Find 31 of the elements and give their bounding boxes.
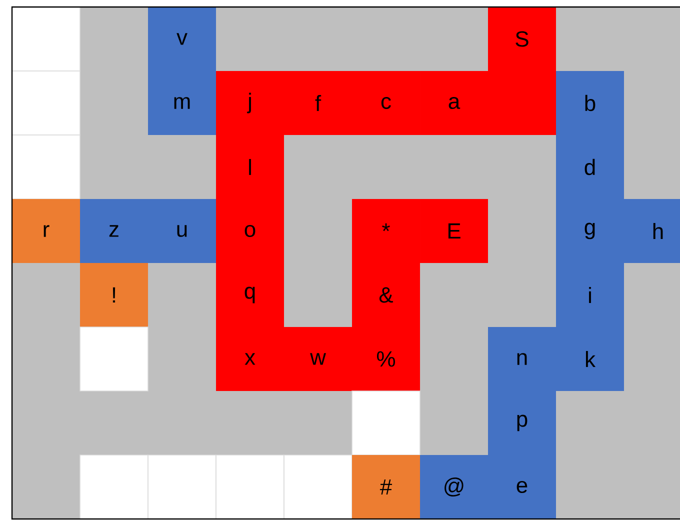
table-cell: & bbox=[352, 263, 420, 327]
table-cell: j bbox=[216, 71, 284, 135]
table-cell: h bbox=[624, 199, 680, 263]
table-cell: * bbox=[352, 199, 420, 263]
table-cell: g bbox=[556, 199, 624, 263]
table-cell: c bbox=[352, 71, 420, 135]
table-cell: b bbox=[556, 71, 624, 135]
table-cell: n bbox=[488, 327, 556, 391]
table-cell: i bbox=[556, 263, 624, 327]
table-cell: E bbox=[420, 199, 488, 263]
table-cell: f bbox=[284, 71, 352, 135]
table-cell: x bbox=[216, 327, 284, 391]
table-cell: k bbox=[556, 327, 624, 391]
table-cell: u bbox=[148, 199, 216, 263]
table-cell: z bbox=[80, 199, 148, 263]
table-cell: % bbox=[352, 327, 420, 391]
table-cell: r bbox=[12, 199, 80, 263]
table-cell: @ bbox=[420, 455, 488, 519]
table-cell: l bbox=[216, 135, 284, 199]
table-cell: d bbox=[556, 135, 624, 199]
table-cell: # bbox=[352, 455, 420, 519]
table-cell: q bbox=[216, 263, 284, 327]
table-cell: a bbox=[420, 71, 488, 135]
table-cell: o bbox=[216, 199, 284, 263]
table-cell: w bbox=[284, 327, 352, 391]
table-cell: m bbox=[148, 71, 216, 135]
table-cell: e bbox=[488, 455, 556, 519]
table-cell: p bbox=[488, 391, 556, 455]
table-cell: ! bbox=[80, 263, 148, 327]
table-cell: S bbox=[488, 7, 556, 71]
table-cell: v bbox=[148, 7, 216, 71]
